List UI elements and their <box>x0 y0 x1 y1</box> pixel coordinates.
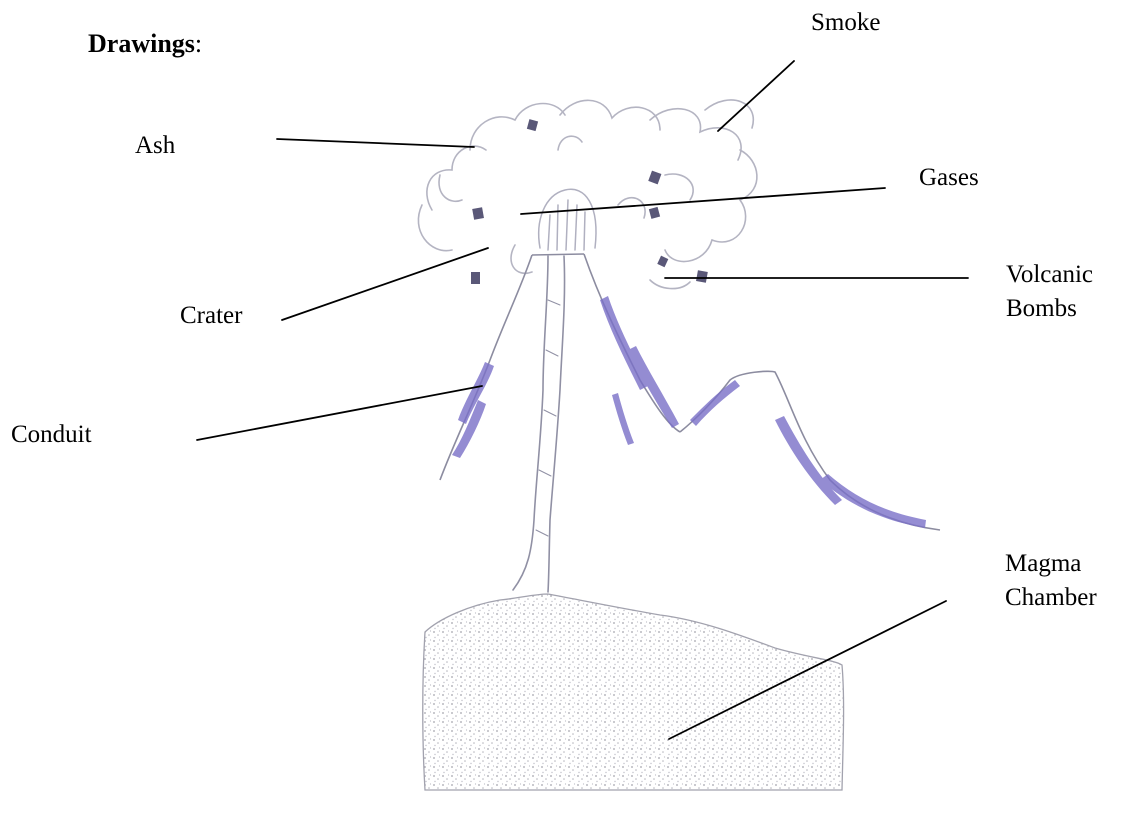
cloud-curl <box>712 150 757 242</box>
label-volcanic-bombs: Volcanic Bombs <box>1006 258 1093 326</box>
lava-streaks <box>452 296 926 528</box>
cloud-curl <box>665 174 693 200</box>
smoke-leader-line <box>718 61 794 131</box>
label-conduit: Conduit <box>11 418 92 452</box>
volcano-cone <box>440 254 940 530</box>
cloud-curl <box>560 100 660 130</box>
lava-streak <box>775 416 842 505</box>
label-magma-chamber-line2: Chamber <box>1005 581 1097 615</box>
label-volcanic-bombs-line2: Bombs <box>1006 292 1093 326</box>
lava-streak <box>628 346 679 428</box>
conduit-wall-left <box>513 256 548 590</box>
cloud-curl <box>439 175 462 201</box>
lava-streak <box>612 393 634 445</box>
magma-chamber-body <box>423 594 844 790</box>
conduit-pipe <box>513 256 565 592</box>
cloud-curl <box>511 245 532 273</box>
label-ash: Ash <box>135 129 175 163</box>
cloud-curl <box>427 146 486 210</box>
gas-plume <box>539 189 596 250</box>
label-gases: Gases <box>919 161 979 195</box>
magma-chamber <box>423 594 844 790</box>
plume-streak <box>566 200 568 250</box>
ash-leader-line <box>277 139 474 147</box>
bomb <box>472 207 484 220</box>
crater-rim <box>532 254 584 255</box>
label-volcanic-bombs-line1: Volcanic <box>1006 258 1093 292</box>
plume-streak <box>584 212 585 250</box>
cloud-curl <box>650 280 690 289</box>
cloud-curl <box>470 104 565 150</box>
gases-leader-line <box>521 188 885 214</box>
smoke-cloud <box>418 100 757 289</box>
bomb <box>649 207 660 219</box>
label-magma-chamber-line1: Magma <box>1005 547 1097 581</box>
lava-streak <box>690 380 740 426</box>
crater-leader-line <box>282 248 488 320</box>
bomb <box>648 171 661 185</box>
cloud-curl <box>418 205 452 251</box>
bomb <box>696 270 708 283</box>
plume-streak <box>575 205 577 250</box>
bomb <box>471 272 480 284</box>
lava-streak <box>600 296 648 390</box>
plume-streak <box>548 215 550 250</box>
label-magma-chamber: Magma Chamber <box>1005 547 1097 615</box>
bomb <box>657 256 668 268</box>
label-smoke: Smoke <box>811 6 880 40</box>
cloud-curl <box>665 240 712 261</box>
bomb <box>527 119 538 131</box>
conduit-texture <box>536 300 560 536</box>
cloud-curl <box>618 198 645 218</box>
cloud-curl <box>558 136 582 150</box>
conduit-leader-line <box>197 386 482 440</box>
cloud-curl <box>650 109 741 160</box>
conduit-wall-right <box>548 256 565 592</box>
label-crater: Crater <box>180 299 242 333</box>
